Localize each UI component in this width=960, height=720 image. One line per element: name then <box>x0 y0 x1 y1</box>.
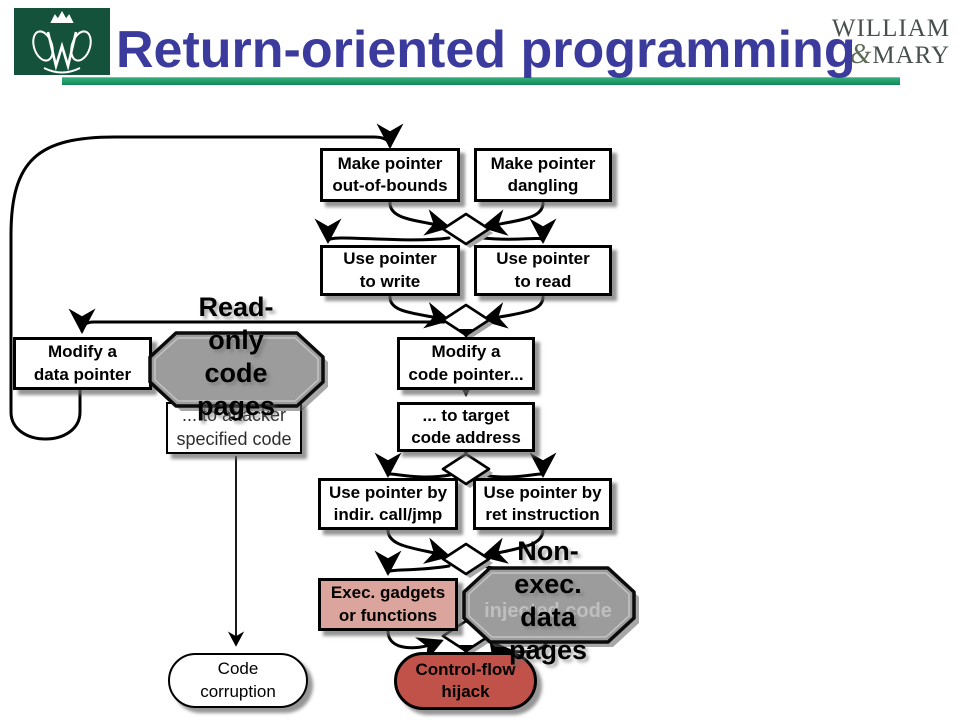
edge-read-to-d2 <box>481 295 545 329</box>
node-exec-gadgets: Exec. gadgets or functions <box>318 578 458 631</box>
node-use-pointer-ret: Use pointer by ret instruction <box>473 478 612 530</box>
node-modify-code-pointer: Modify a code pointer... <box>397 337 535 390</box>
edge-dangling-to-d1 <box>481 201 545 236</box>
wordmark-ampersand: & <box>849 39 873 70</box>
edge-d1-to-read <box>481 218 557 244</box>
edge-write-to-d2 <box>388 295 451 329</box>
node-control-flow-hijack: Control-flow hijack <box>394 652 537 710</box>
wordmark-mary: &MARY <box>849 39 950 70</box>
edge-d4-to-injected <box>481 564 514 574</box>
slide-title: Return-oriented programming <box>116 21 856 79</box>
node-make-pointer-dangling: Make pointer dangling <box>474 148 612 202</box>
node-use-pointer-to-write: Use pointer to write <box>320 245 460 296</box>
node-modify-data-pointer: Modify a data pointer <box>13 337 152 390</box>
edge-injected-to-d5 <box>489 638 549 669</box>
edge-d3-to-indir <box>374 452 452 479</box>
edge-loop-back-to-start <box>9 123 404 441</box>
node-code-corruption: Code corruption <box>168 653 308 708</box>
edge-d3-to-ret <box>480 452 557 479</box>
node-attacker-specified-code: ... to attacker specified code <box>166 402 302 454</box>
edge-d2-to-modify-data <box>68 308 446 334</box>
wm-cypher-icon <box>32 10 92 74</box>
edge-ret-to-d4 <box>481 528 545 564</box>
edge-indir-to-d4 <box>386 528 451 564</box>
edge-oob-to-d1 <box>388 201 451 236</box>
node-use-pointer-to-read: Use pointer to read <box>474 245 612 296</box>
wm-logo-box <box>14 8 110 75</box>
node-make-pointer-out-of-bounds: Make pointer out-of-bounds <box>320 148 460 202</box>
node-to-target-code-address: ... to target code address <box>397 402 535 452</box>
wordmark-william: WILLIAM <box>831 15 950 42</box>
title-underline-bar <box>62 77 900 85</box>
wm-wordmark: WILLIAM &MARY <box>790 16 950 69</box>
merge-diamond-3 <box>441 452 491 486</box>
node-use-pointer-indir-call: Use pointer by indir. call/jmp <box>318 478 458 530</box>
edge-d1-to-write <box>314 218 451 244</box>
edge-d4-to-gadgets <box>374 550 451 576</box>
merge-diamond-1 <box>441 212 491 246</box>
edge-gadgets-to-d5 <box>386 629 444 663</box>
